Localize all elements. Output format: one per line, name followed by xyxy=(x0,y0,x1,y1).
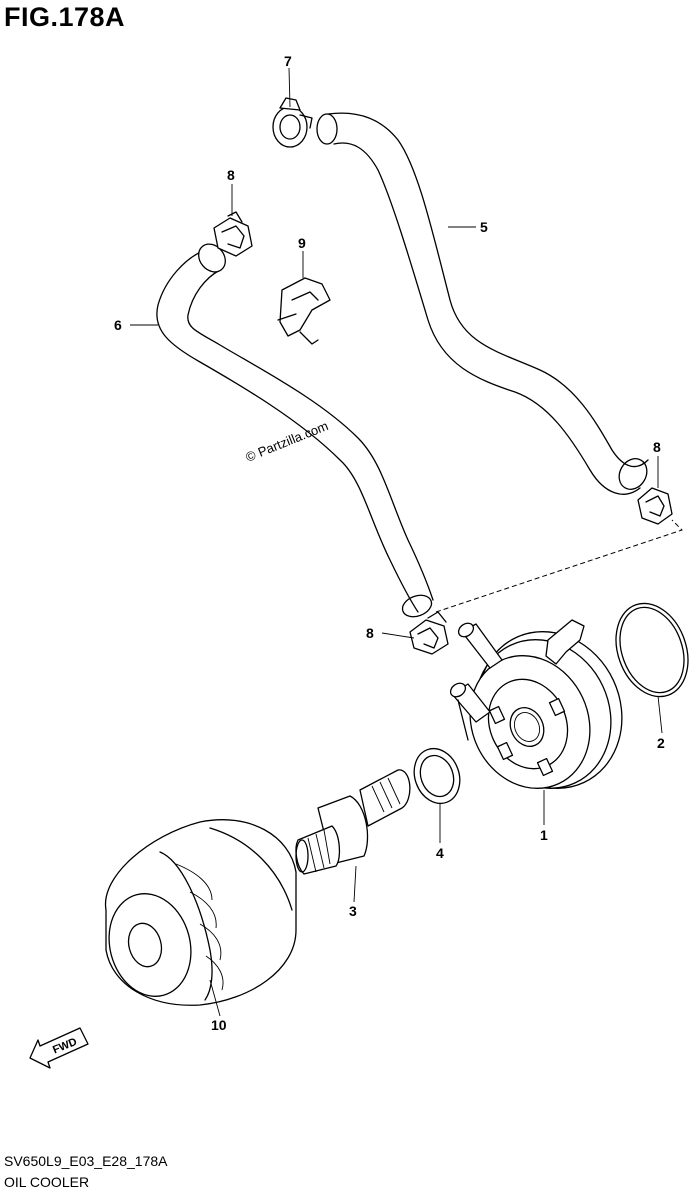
callout-1[interactable]: 1 xyxy=(540,827,548,843)
callout-9[interactable]: 9 xyxy=(298,235,306,251)
diagram-title: OIL COOLER xyxy=(4,1174,90,1190)
fwd-arrow-icon: FWD xyxy=(29,1027,89,1069)
clamp-8-right[interactable] xyxy=(637,487,673,525)
union-bolt-3[interactable] xyxy=(295,769,411,875)
callout-labels: 7 8 9 6 5 8 8 2 1 4 3 10 xyxy=(114,53,665,1033)
callout-4[interactable]: 4 xyxy=(436,845,444,861)
callout-10[interactable]: 10 xyxy=(211,1017,227,1033)
watermark: © Partzilla.com xyxy=(244,418,331,465)
diagram-code: SV650L9_E03_E28_178A xyxy=(4,1153,168,1169)
figure-title: FIG.178A xyxy=(4,2,126,32)
hose-6[interactable] xyxy=(156,239,435,621)
callout-8-upper[interactable]: 8 xyxy=(227,167,235,183)
callout-5[interactable]: 5 xyxy=(480,219,488,235)
oil-cooler-1[interactable] xyxy=(448,608,647,812)
hose-5[interactable] xyxy=(316,112,652,495)
callout-8-right[interactable]: 8 xyxy=(653,439,661,455)
washer-4[interactable] xyxy=(407,742,467,810)
callout-8-lower[interactable]: 8 xyxy=(366,625,374,641)
o-ring-2[interactable] xyxy=(604,593,699,706)
clamp-8-lower[interactable] xyxy=(409,611,449,655)
callout-leaders xyxy=(130,67,663,1017)
oil-filter-10[interactable] xyxy=(98,819,297,1006)
clamp-8-upper[interactable] xyxy=(213,211,253,257)
callout-6[interactable]: 6 xyxy=(114,317,122,333)
callout-3[interactable]: 3 xyxy=(349,903,357,919)
connection-dashed-lines xyxy=(435,519,683,613)
clamp-7[interactable] xyxy=(272,97,313,148)
callout-2[interactable]: 2 xyxy=(657,735,665,751)
callout-7[interactable]: 7 xyxy=(284,53,292,69)
clip-9[interactable] xyxy=(277,277,331,345)
